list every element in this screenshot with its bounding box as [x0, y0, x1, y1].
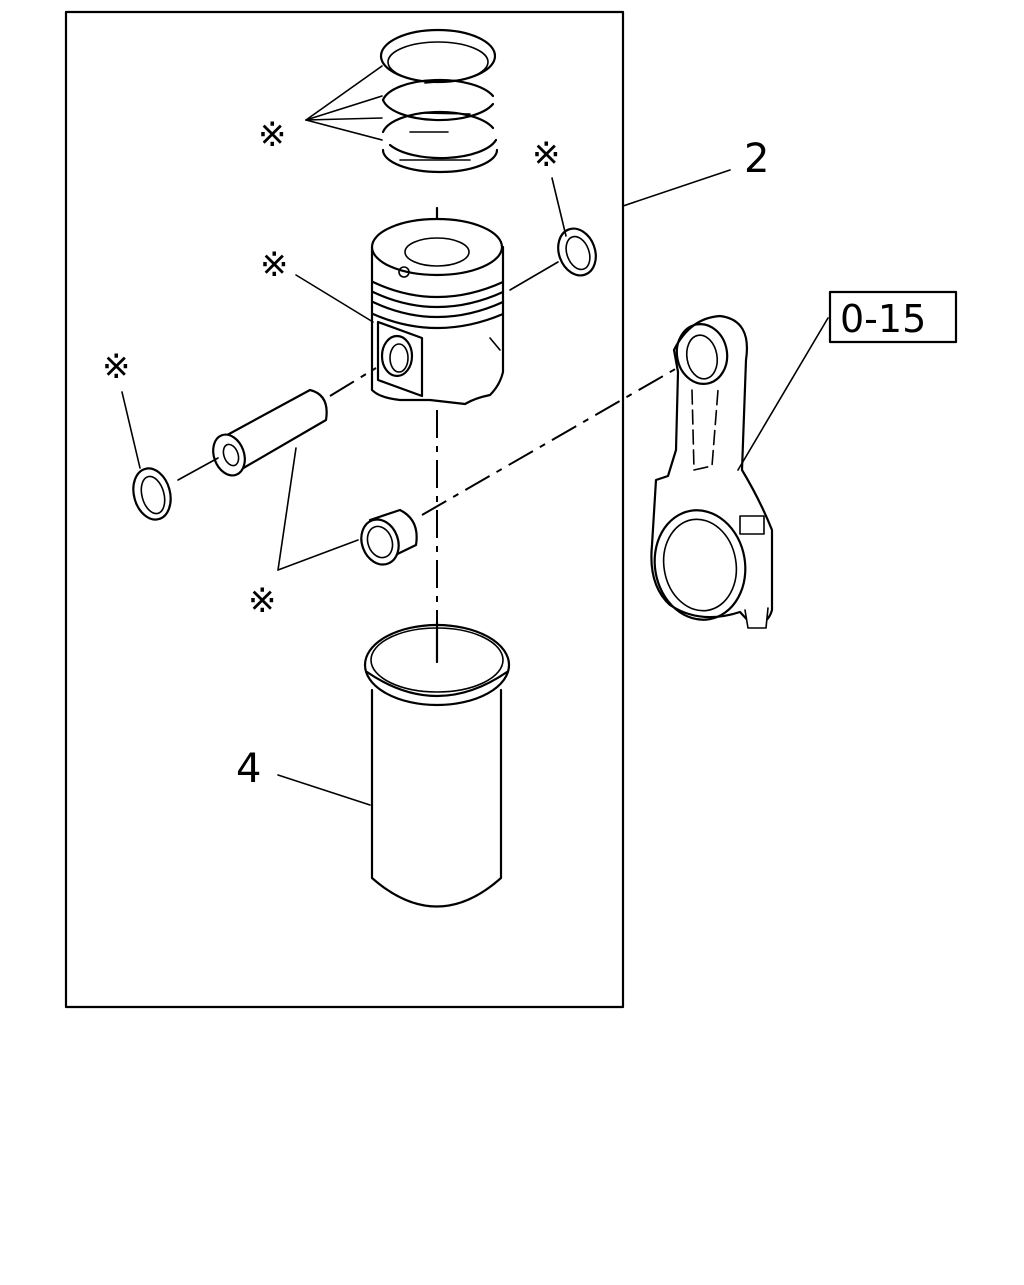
snap-ring-left — [132, 467, 172, 521]
reference-box — [828, 290, 958, 344]
note-mark-pin-bushing: ※ — [248, 581, 277, 621]
callout-reference: 0-15 — [840, 297, 926, 341]
piston-rings — [379, 28, 499, 174]
note-mark-snap-ring-left: ※ — [102, 347, 131, 387]
callout-liner: 4 — [236, 746, 261, 792]
piston — [370, 217, 505, 406]
note-mark-snap-ring-right: ※ — [532, 135, 561, 175]
rings-leader — [305, 65, 383, 141]
snap-ring-right — [557, 227, 597, 277]
assembly-frame — [64, 10, 625, 1009]
note-mark-rings: ※ — [258, 115, 287, 155]
bushing — [360, 508, 418, 566]
callout-assembly: 2 — [744, 136, 769, 182]
piston-pin — [212, 388, 328, 477]
cylinder-liner — [363, 620, 511, 908]
connecting-rod — [650, 314, 774, 629]
note-mark-piston: ※ — [260, 245, 289, 285]
